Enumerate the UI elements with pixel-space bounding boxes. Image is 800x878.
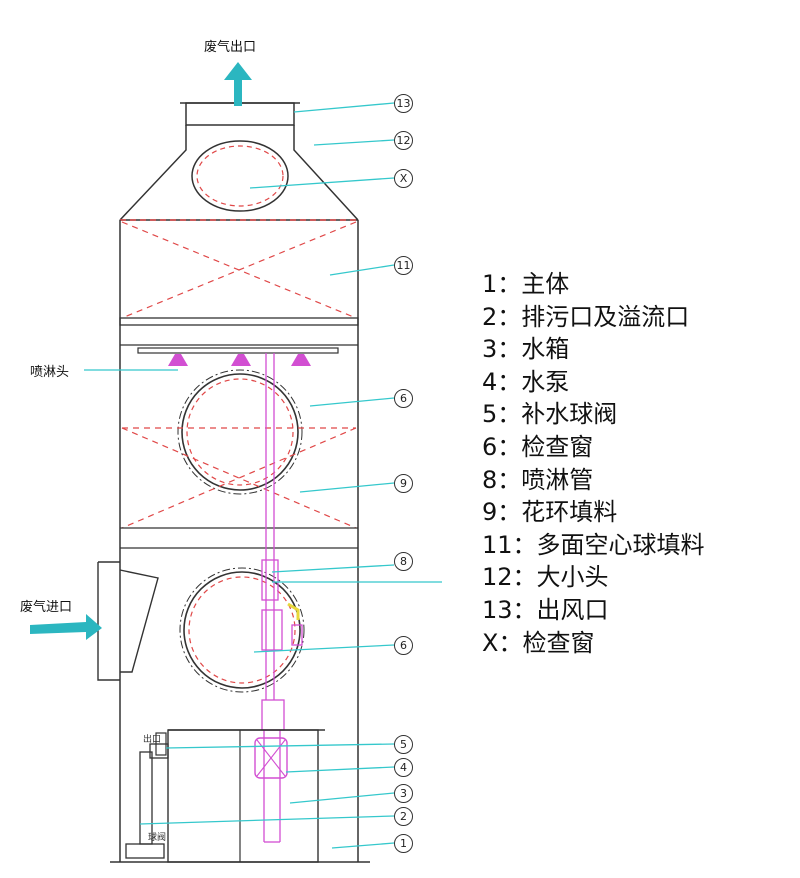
callout-13: 13 <box>394 94 413 113</box>
spray-heads <box>168 354 311 366</box>
legend-item: X：检查窗 <box>482 628 595 657</box>
water-pump <box>254 737 288 779</box>
leader-lines <box>84 102 442 849</box>
makeup-ball-valve <box>155 732 167 756</box>
legend-item: 1：主体 <box>482 270 570 298</box>
callout-12: 12 <box>394 131 413 150</box>
reducer-section <box>119 125 359 221</box>
drain-overflow-pipe <box>125 743 169 859</box>
outlet-label: 废气出口 <box>204 40 257 55</box>
valve-small-label: 球阀 <box>148 833 167 843</box>
legend-item: 8：喷淋管 <box>482 465 594 494</box>
callout-5: 5 <box>394 735 413 754</box>
legend-item: 5：补水球阀 <box>482 400 618 429</box>
callout-3: 3 <box>394 784 413 803</box>
legend-item: 6：检查窗 <box>482 432 594 461</box>
outlet-arrow <box>224 62 252 106</box>
legend-item: 11：多面空心球填料 <box>482 530 705 559</box>
callout-4: 4 <box>394 758 413 777</box>
inlet-duct <box>97 561 120 681</box>
outlet-flange <box>185 102 295 126</box>
callout-6-upper: 6 <box>394 389 413 408</box>
callout-9: 9 <box>394 474 413 493</box>
callout-x: X <box>394 169 413 188</box>
hollow-ball-packing-zone <box>121 221 357 319</box>
spray-pipe <box>261 353 303 843</box>
ring-packing-zone <box>121 427 357 529</box>
legend-item: 13：出风口 <box>482 595 609 624</box>
callout-1: 1 <box>394 834 413 853</box>
legend: 1：主体 2：排污口及溢流口 3：水箱 4：水泵 5：补水球阀 6：检查窗 8：… <box>482 268 705 659</box>
legend-item: 3：水箱 <box>482 335 570 364</box>
inspection-window-x <box>191 140 289 212</box>
callout-2: 2 <box>394 807 413 826</box>
callout-8: 8 <box>394 552 413 571</box>
legend-item: 2：排污口及溢流口 <box>482 302 690 331</box>
legend-item: 9：花环填料 <box>482 498 618 527</box>
spray-head-label: 喷淋头 <box>30 365 70 380</box>
spray-header <box>137 347 339 354</box>
callout-6-lower: 6 <box>394 636 413 655</box>
water-tank <box>167 729 319 863</box>
inspection-window-6-upper <box>181 373 299 491</box>
inspection-window-6-lower <box>183 571 301 689</box>
drain-small-label: 出口 <box>143 735 162 745</box>
inlet-arrow <box>30 614 102 640</box>
callout-11: 11 <box>394 256 413 275</box>
legend-item: 4：水泵 <box>482 367 570 396</box>
inlet-label: 废气进口 <box>20 600 73 615</box>
legend-item: 12：大小头 <box>482 563 609 592</box>
